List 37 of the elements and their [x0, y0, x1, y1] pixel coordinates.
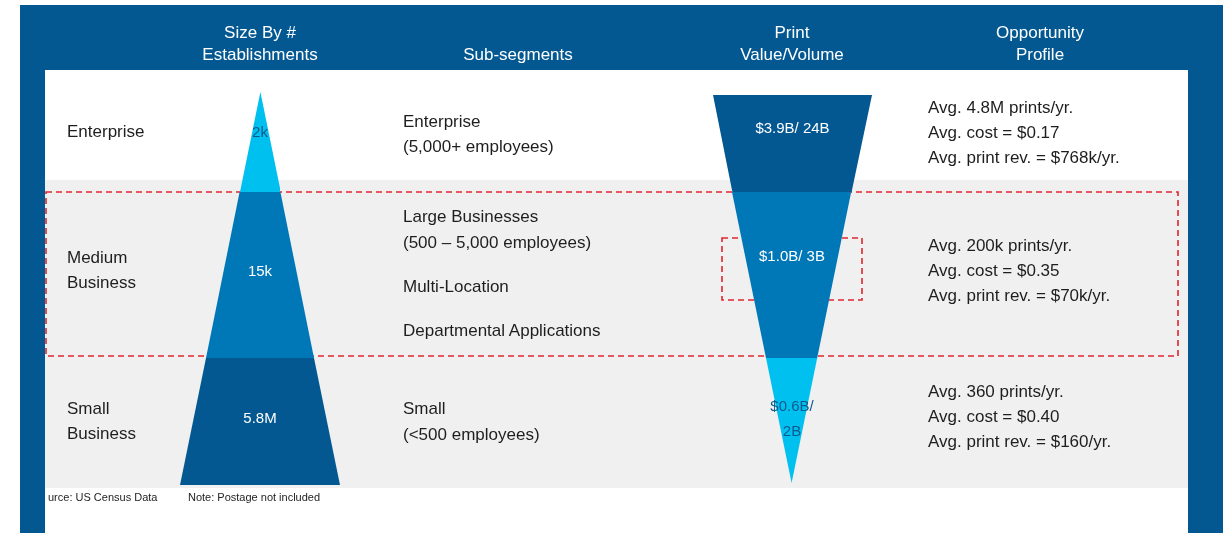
profile-text: Avg. 200k prints/yr. [928, 235, 1073, 257]
funnel-segment [732, 192, 852, 358]
segment-text: (500 – 5,000 employees) [403, 232, 592, 254]
funnel-segment [239, 92, 281, 192]
value-label: 2k [251, 122, 269, 142]
row-label: Medium Business [67, 247, 137, 294]
segment-text: Enterprise [403, 111, 481, 133]
row-label: Enterprise [67, 121, 145, 143]
segment-text: Large Businesses [403, 206, 539, 228]
column-header: Size By # Establishments [201, 22, 319, 66]
profile-text: Avg. print rev. = $70k/yr. [928, 285, 1111, 307]
segment-text: Multi-Location [403, 276, 509, 298]
profile-text: Avg. 4.8M prints/yr. [928, 97, 1074, 119]
segment-text: (5,000+ employees) [403, 136, 554, 158]
funnel-segment [180, 358, 340, 485]
profile-text: Avg. cost = $0.17 [928, 122, 1060, 144]
footnote: Note: Postage not included [188, 490, 321, 504]
funnel-segment [766, 358, 818, 483]
segment-text: (<500 employees) [403, 424, 540, 446]
profile-text: Avg. cost = $0.35 [928, 260, 1060, 282]
source-note: urce: US Census Data [48, 490, 158, 504]
profile-text: Avg. print rev. = $160/yr. [928, 431, 1112, 453]
column-header: Sub-segments [462, 44, 574, 66]
profile-text: Avg. cost = $0.40 [928, 406, 1060, 428]
funnel-segment [713, 95, 872, 192]
segment-text: Small [403, 398, 446, 420]
row-label: Small Business [67, 398, 137, 445]
profile-text: Avg. 360 prints/yr. [928, 381, 1064, 403]
value-label: $1.0B/ 3B [758, 246, 826, 266]
funnel-segment [206, 192, 314, 358]
value-label: 15k [246, 261, 274, 281]
column-header: Print Value/Volume [739, 22, 845, 66]
column-header: Opportunity Profile [995, 22, 1085, 66]
value-label: 5.8M [242, 408, 278, 428]
profile-text: Avg. print rev. = $768k/yr. [928, 147, 1120, 169]
value-label: $3.9B/ 24B [754, 118, 831, 138]
segment-text: Departmental Applications [403, 320, 601, 342]
